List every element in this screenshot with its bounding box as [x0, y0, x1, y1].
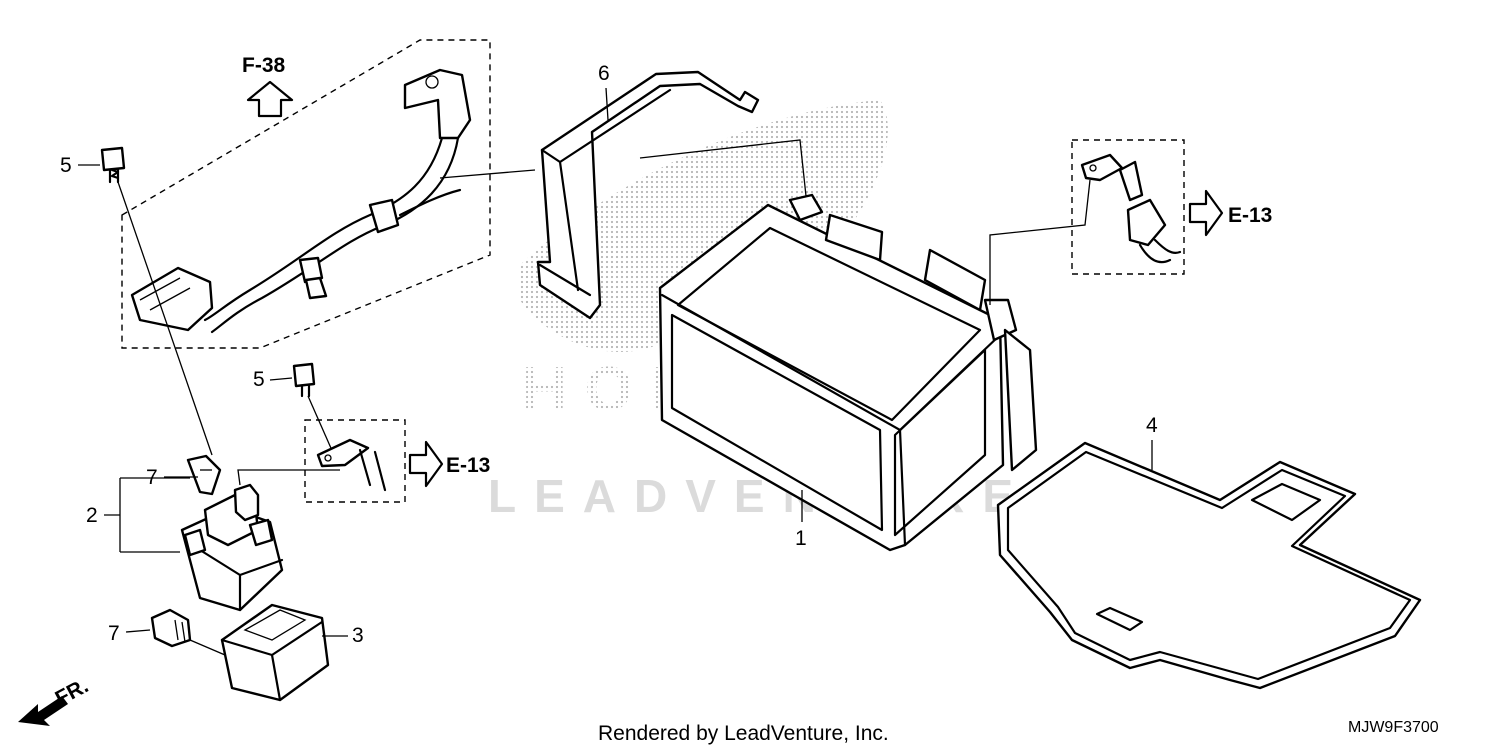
callout-1: 1	[795, 527, 807, 550]
part-6-battery-band	[536, 70, 760, 320]
ref-f38-label: F-38	[242, 54, 286, 77]
callout-5-upper: 5	[60, 154, 72, 177]
callout-7-lower: 7	[108, 622, 120, 645]
callout-3: 3	[352, 624, 364, 647]
front-direction[interactable]: FR.	[18, 674, 92, 726]
terminal-lower-box	[304, 419, 406, 503]
front-arrow-icon	[18, 696, 68, 726]
bracket-2	[104, 477, 190, 553]
callout-5-lower: 5	[253, 368, 265, 391]
leader-5-lower-down	[307, 395, 335, 456]
part-5-bolt-upper	[100, 146, 126, 184]
wire-harness	[130, 68, 472, 334]
leader-6	[605, 87, 609, 121]
terminal-upper-box	[1071, 139, 1185, 275]
terminal-upper	[1080, 153, 1182, 264]
leader-7-lower	[125, 629, 151, 633]
ref-f38[interactable]: F-38	[242, 54, 294, 118]
harness-group-box	[121, 39, 491, 349]
honda-wing-logo	[520, 100, 888, 352]
ref-e13-lower[interactable]: E-13	[408, 440, 490, 488]
ref-e13-lower-label: E-13	[446, 454, 490, 477]
leader-7-to-cover	[189, 639, 226, 656]
right-arrow-icon	[1188, 189, 1224, 237]
part-2-relay	[180, 469, 340, 612]
part-4-battery-plate	[996, 441, 1422, 690]
terminal-lower	[316, 438, 387, 492]
part-3-relay-cover	[220, 603, 330, 702]
rendered-by-text: Rendered by LeadVenture, Inc.	[598, 722, 889, 745]
leader-5-to-relay	[117, 181, 213, 456]
ref-e13-upper[interactable]: E-13	[1188, 189, 1272, 237]
callout-2: 2	[86, 504, 98, 527]
leader-5-lower	[269, 377, 293, 381]
leader-terminal-upper	[989, 179, 1091, 305]
part-5-bolt-lower	[292, 362, 316, 398]
part-1-battery	[658, 193, 1038, 552]
leader-harness-to-band	[439, 139, 807, 197]
ref-e13-upper-label: E-13	[1228, 204, 1272, 227]
part-7-fuse-lower	[150, 608, 192, 648]
diagram-code: MJW9F3700	[1348, 719, 1439, 736]
callout-6: 6	[598, 62, 610, 85]
callout-4: 4	[1146, 414, 1158, 437]
part-7-fuse-upper	[186, 454, 222, 496]
right-arrow-icon	[408, 440, 444, 488]
up-arrow-icon	[246, 80, 294, 118]
